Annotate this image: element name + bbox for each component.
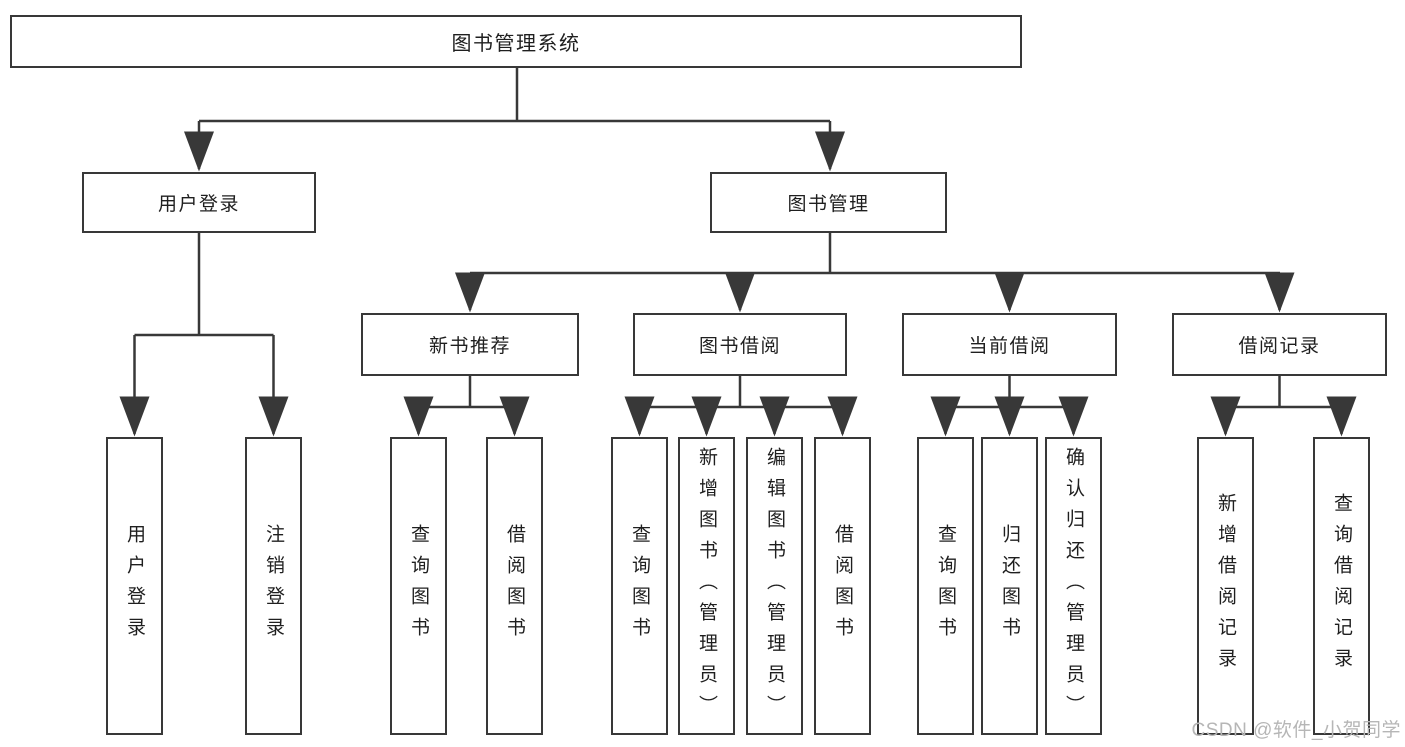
leaf-query-borrow-record: 查询借阅记录	[1313, 437, 1370, 735]
leaf-label: 借阅图书	[504, 524, 525, 648]
leaf-label: 查询图书	[408, 524, 429, 648]
leaf-add-book-admin: 新增图书（管理员）	[678, 437, 735, 735]
node-book-borrowing: 图书借阅	[633, 313, 847, 376]
leaf-label: 新增借阅记录	[1215, 493, 1236, 679]
leaf-add-borrow-record: 新增借阅记录	[1197, 437, 1254, 735]
node-borrowing-records: 借阅记录	[1172, 313, 1387, 376]
connector-line	[470, 233, 1280, 275]
leaf-return-book: 归还图书	[981, 437, 1038, 735]
node-label: 用户登录	[157, 194, 240, 215]
connector-line	[418, 376, 515, 409]
leaf-borrow-books-borrowing: 借阅图书	[814, 437, 871, 735]
leaf-query-books-current: 查询图书	[917, 437, 974, 735]
node-label: 新书推荐	[428, 336, 511, 357]
leaf-label: 查询图书	[935, 524, 956, 648]
leaf-label: 用户登录	[124, 524, 145, 648]
node-label: 借阅记录	[1238, 336, 1321, 357]
node-label: 当前借阅	[968, 336, 1051, 357]
leaf-edit-book-admin: 编辑图书（管理员）	[746, 437, 803, 735]
leaf-label: 新增图书（管理员）	[696, 446, 717, 726]
connector-line	[199, 68, 830, 123]
leaf-label: 编辑图书（管理员）	[764, 446, 785, 726]
connector-group	[119, 68, 1357, 437]
node-root-label: 图书管理系统	[451, 33, 581, 55]
node-book-management: 图书管理	[710, 172, 947, 233]
leaf-label: 注销登录	[263, 524, 284, 648]
connector-line	[945, 376, 1074, 409]
leaf-label: 查询借阅记录	[1331, 493, 1352, 679]
node-user-login-branch: 用户登录	[82, 172, 316, 233]
leaf-borrow-books-recommend: 借阅图书	[486, 437, 543, 735]
node-root: 图书管理系统	[10, 15, 1022, 68]
leaf-logout: 注销登录	[245, 437, 302, 735]
node-label: 图书借阅	[698, 336, 781, 357]
csdn-watermark: CSDN @软件_小贺同学	[1191, 720, 1401, 741]
leaf-confirm-return-admin: 确认归还（管理员）	[1045, 437, 1102, 735]
connector-line	[639, 376, 843, 409]
leaf-label: 归还图书	[999, 524, 1020, 648]
node-new-book-recommendation: 新书推荐	[361, 313, 579, 376]
leaf-label: 查询图书	[629, 524, 650, 648]
connector-line	[134, 233, 274, 337]
leaf-query-books-borrowing: 查询图书	[611, 437, 668, 735]
leaf-label: 借阅图书	[832, 524, 853, 648]
connector-line	[1225, 376, 1342, 409]
leaf-query-books-recommend: 查询图书	[390, 437, 447, 735]
leaf-user-login: 用户登录	[106, 437, 163, 735]
node-label: 图书管理	[787, 194, 870, 215]
leaf-label: 确认归还（管理员）	[1063, 446, 1084, 726]
node-current-borrowing: 当前借阅	[902, 313, 1117, 376]
